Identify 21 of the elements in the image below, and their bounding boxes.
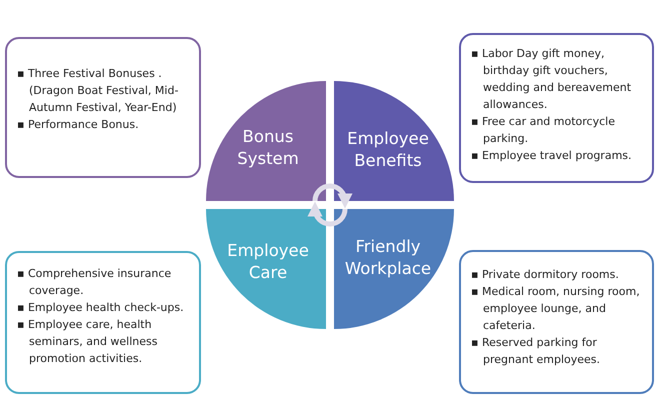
quadrant-title: Bonus System xyxy=(236,126,300,170)
bullet-item: ▪ Free car and motorcycle parking. xyxy=(471,114,616,147)
bullet-item: ▪ Three Festival Bonuses .(Dragon Boat Festival, Mid-Autumn Festival, Year-End) xyxy=(17,66,180,116)
text-box xyxy=(459,250,654,394)
text-box xyxy=(459,33,654,183)
bullet-item: ▪ Comprehensive insurance coverage. xyxy=(17,266,172,299)
quadrant-title: Employee Care xyxy=(226,240,310,284)
bullet-item: ▪ Employee health check-ups. xyxy=(17,300,185,316)
bullet-item: ▪ Private dormitory rooms. xyxy=(471,267,620,283)
curved-arrow xyxy=(312,184,352,208)
curved-arrow xyxy=(308,202,348,226)
bullet-item: ▪ Employee travel programs. xyxy=(471,148,633,164)
bullet-item: ▪ Labor Day gift money, birthday gift vouchers, wedding and bereavement allowances. xyxy=(471,46,632,113)
bullet-item: ▪ Medical room, nursing room, employee lounge, and cafeteria. xyxy=(471,284,641,334)
quadrant-title: Friendly Workplace xyxy=(344,236,432,280)
quadrant-title: Employee Benefits xyxy=(346,128,430,172)
bullet-item: ▪ Performance Bonus. xyxy=(17,117,140,133)
bullet-item: ▪ Employee care, health seminars, and wellness promotion activities. xyxy=(17,317,158,367)
text-box xyxy=(5,251,201,394)
text-box xyxy=(5,37,201,178)
bullet-item: ▪ Reserved parking for pregnant employees. xyxy=(471,335,602,368)
